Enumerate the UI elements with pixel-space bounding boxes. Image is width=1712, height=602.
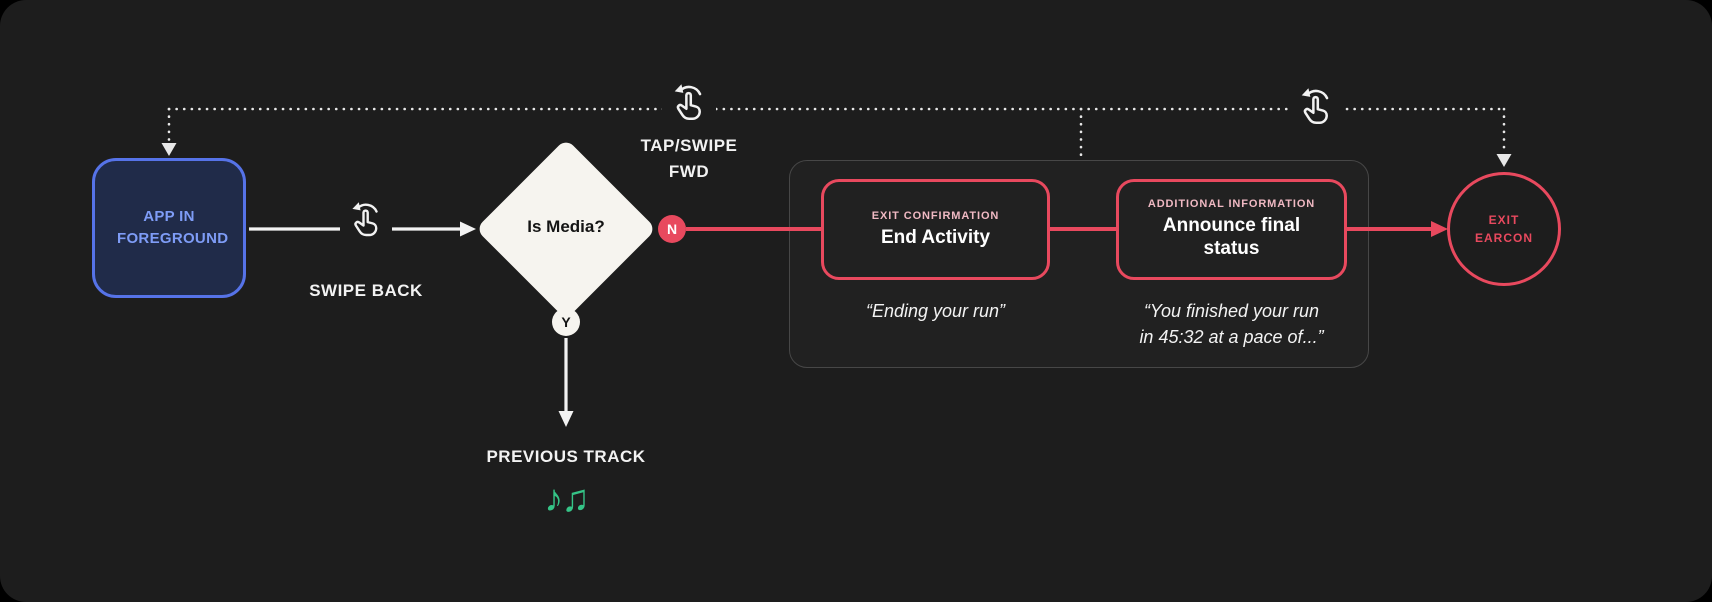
- exit-earcon-line2: EARCON: [1474, 231, 1533, 245]
- additional-information-quote-line1: “You finished your run: [1143, 301, 1320, 321]
- app-in-foreground-label: APP IN FOREGROUND: [117, 208, 229, 247]
- exit-earcon-line1: EXIT: [1488, 213, 1520, 227]
- yes-branch-badge: Y: [552, 308, 580, 336]
- swipe-back-label: SWIPE BACK: [309, 281, 423, 300]
- exit-confirmation-eyebrow: EXIT CONFIRMATION: [871, 209, 1000, 222]
- app-in-foreground-node: APP IN FOREGROUND: [92, 158, 246, 298]
- additional-information-eyebrow: ADDITIONAL INFORMATION: [1147, 198, 1316, 211]
- additional-information-quote: “You finished your run in 45:32 at a pac…: [1106, 298, 1357, 350]
- tap-swipe-fwd-line2: FWD: [668, 162, 710, 182]
- swipe-back-gesture-icon: [340, 194, 392, 246]
- previous-track-label: PREVIOUS TRACK: [486, 447, 646, 466]
- exit-confirmation-node: EXIT CONFIRMATION End Activity: [821, 179, 1050, 280]
- additional-information-quote-line2: in 45:32 at a pace of...”: [1139, 327, 1324, 348]
- no-branch-badge: N: [658, 215, 686, 243]
- arrow-previous-track: [558, 338, 574, 427]
- exit-earcon-node: EXIT EARCON: [1447, 172, 1561, 286]
- additional-information-title: Announce final status: [1162, 215, 1301, 259]
- additional-information-node: ADDITIONAL INFORMATION Announce final st…: [1116, 179, 1347, 280]
- tap-swipe-fwd-line1: TAP/SWIPE: [640, 136, 738, 155]
- loop-gesture-icon: [1289, 80, 1343, 134]
- tap-swipe-fwd-label: TAP/SWIPE FWD: [589, 133, 789, 186]
- is-media-label: Is Media?: [527, 217, 605, 236]
- exit-flow-group: [789, 160, 1369, 368]
- exit-confirmation-title: End Activity: [880, 226, 991, 248]
- tap-swipe-fwd-gesture-icon: [662, 76, 716, 130]
- music-notes-icon: ♪♫: [544, 478, 590, 520]
- exit-confirmation-quote: “Ending your run”: [865, 301, 1006, 321]
